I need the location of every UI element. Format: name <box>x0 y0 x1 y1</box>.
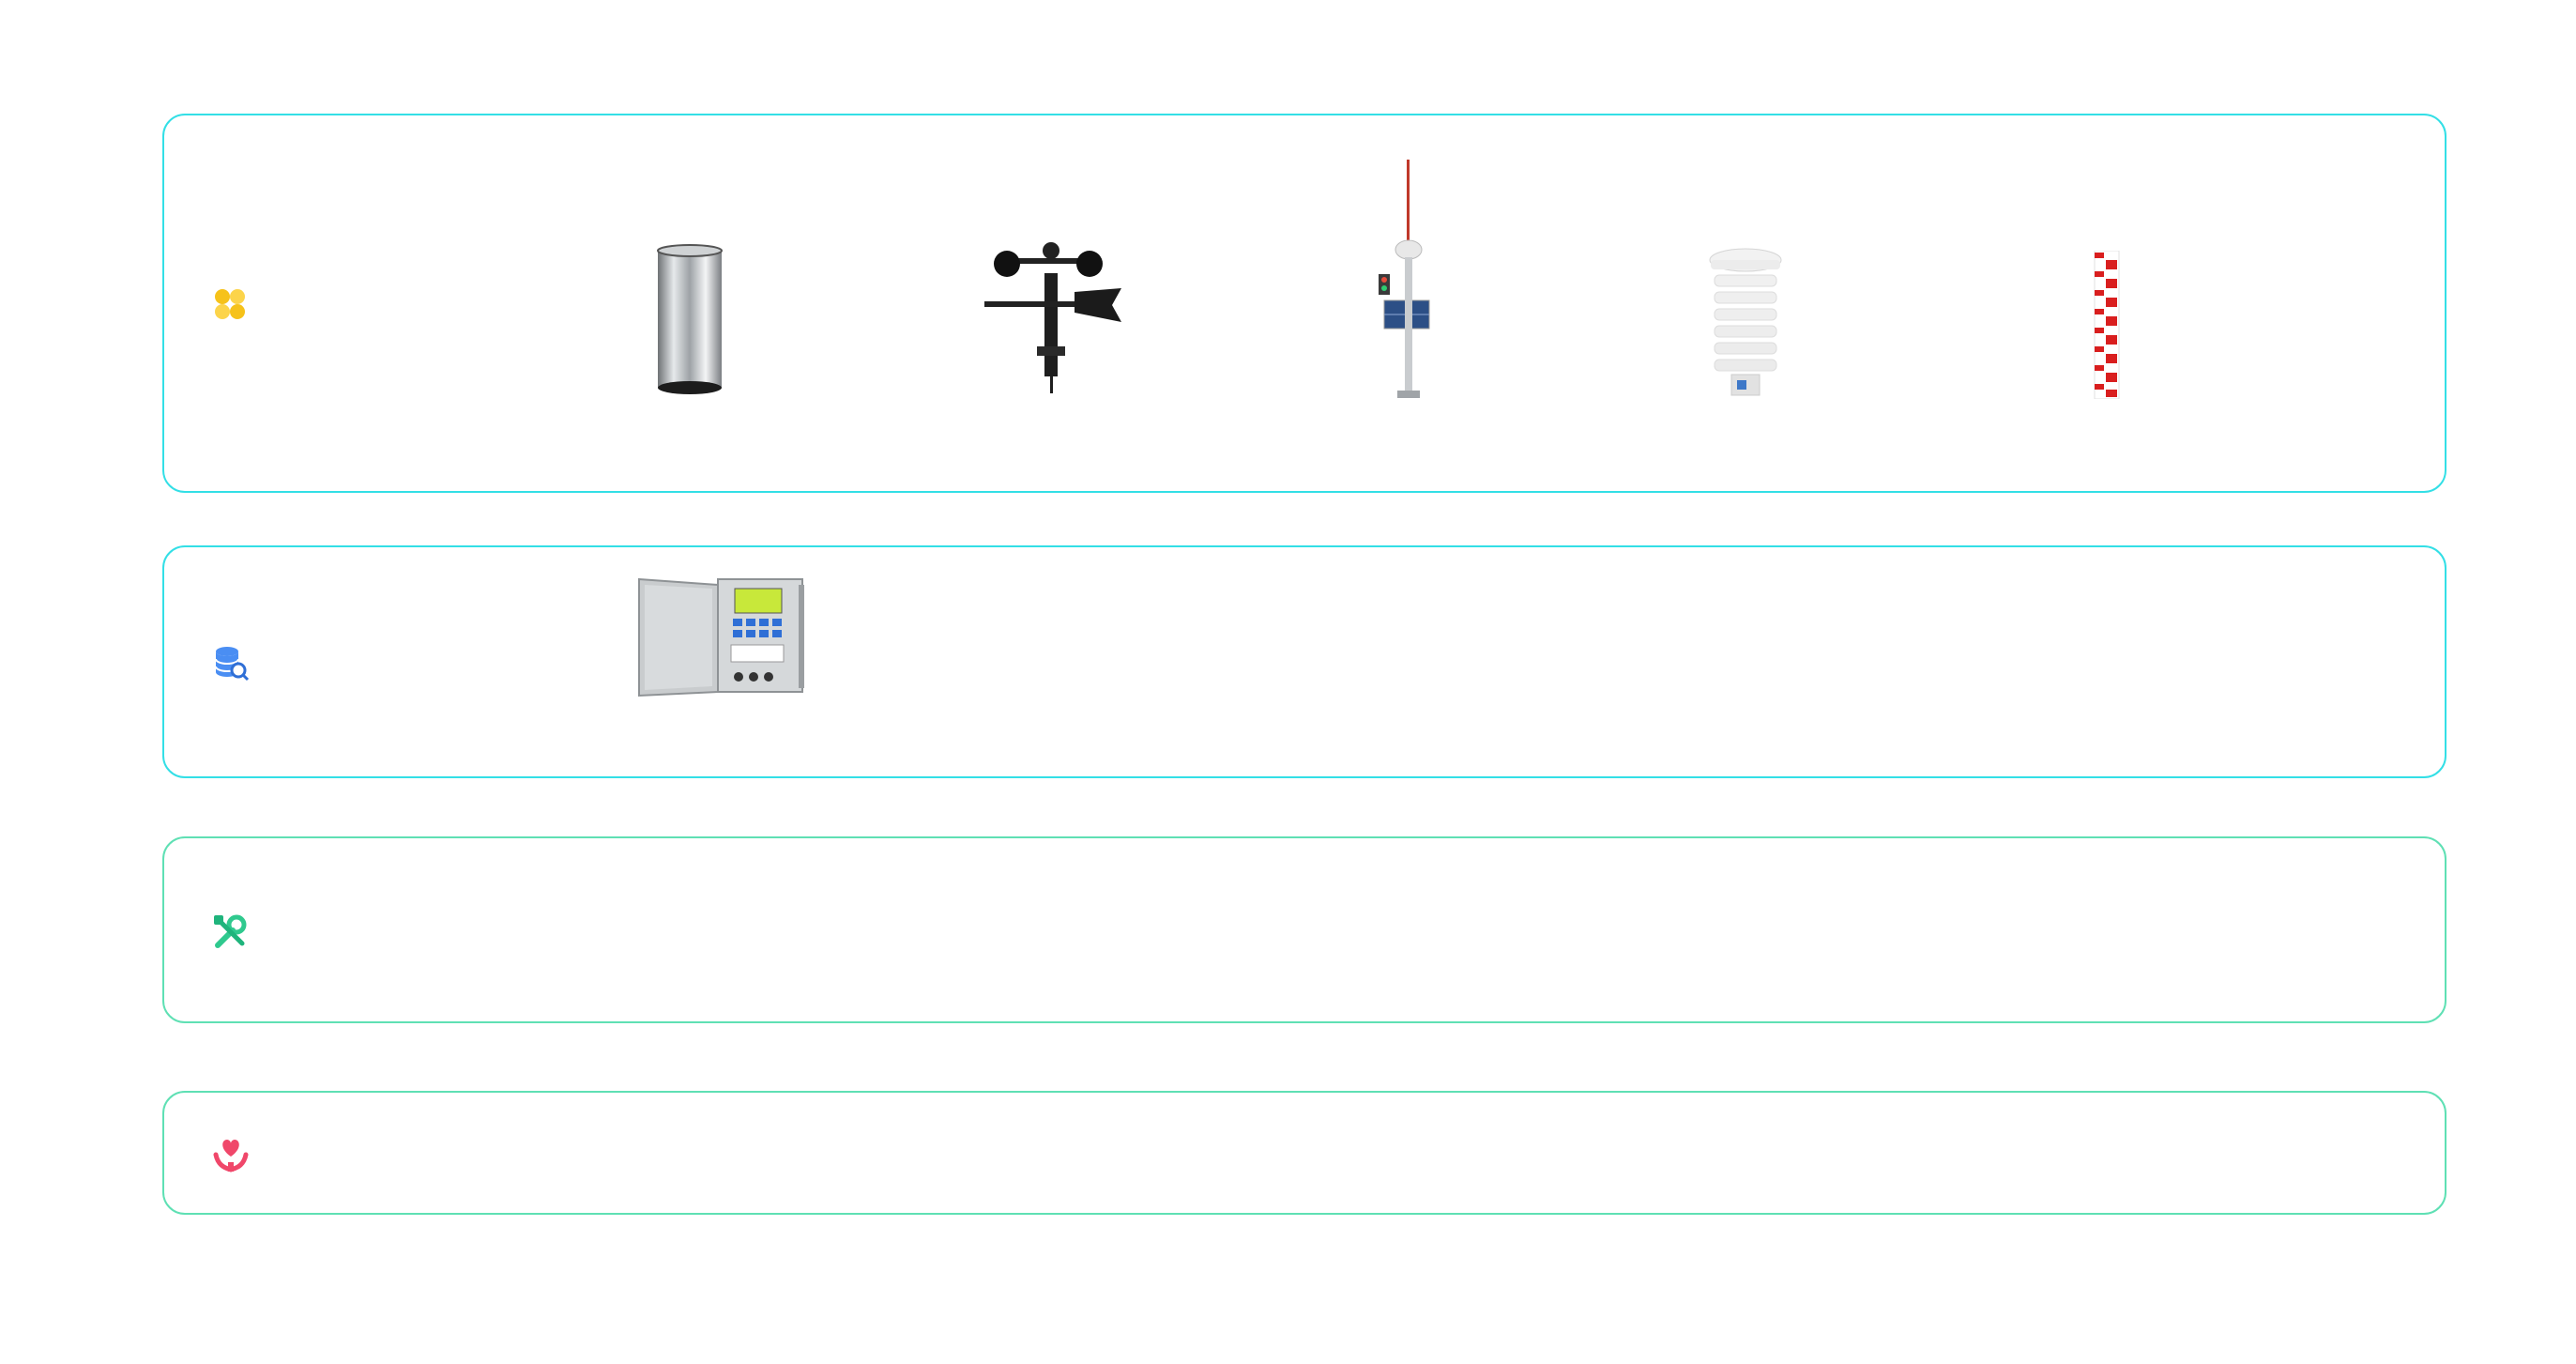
four-petal-flower-icon <box>215 289 245 319</box>
heart-in-hands-icon <box>213 1140 249 1172</box>
product-category-panel-sensors <box>162 114 2446 493</box>
rain-gauge-image[interactable] <box>652 243 727 397</box>
red-water-level-staff-image[interactable] <box>2091 251 2123 399</box>
database-search-icon <box>215 647 250 682</box>
wind-vane-anemometer-image[interactable] <box>981 236 1127 395</box>
product-category-panel-data-acquisition <box>162 545 2446 778</box>
service-category-panel <box>162 836 2446 1023</box>
wrench-screwdriver-icon <box>214 914 247 948</box>
data-logger-cabinet-image[interactable] <box>637 575 808 697</box>
louvered-radiation-shield-image[interactable] <box>1703 247 1788 405</box>
weather-station-mast-image[interactable] <box>1375 160 1442 400</box>
support-category-panel <box>162 1091 2446 1215</box>
